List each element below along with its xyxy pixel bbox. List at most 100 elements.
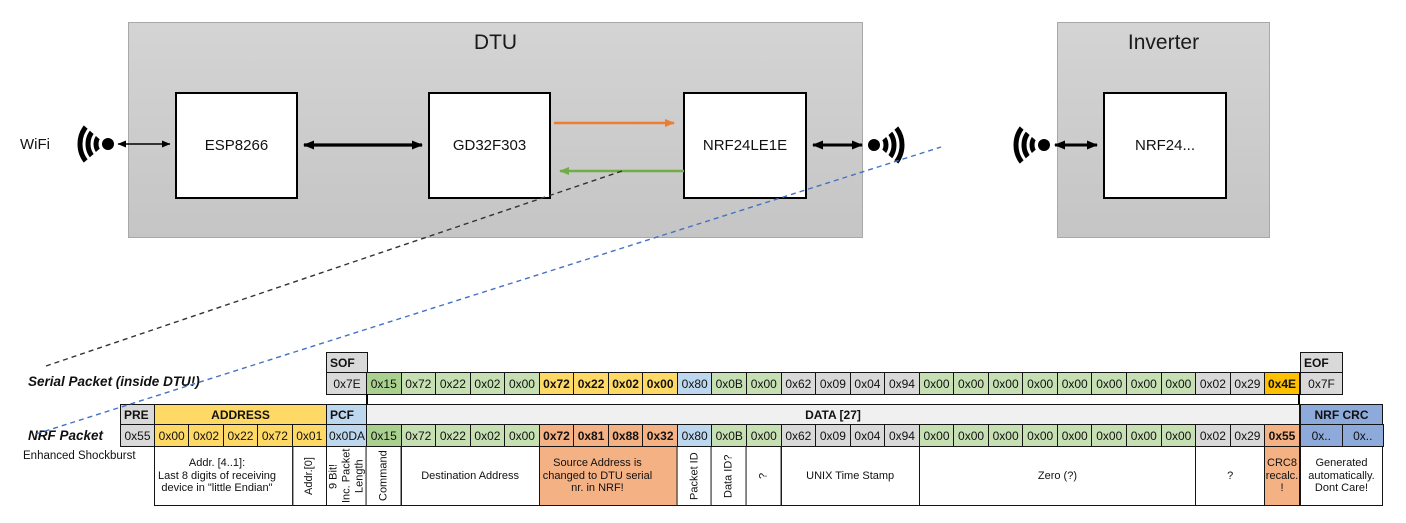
serial-byte-cell: 0x80 bbox=[676, 372, 713, 395]
serial-byte-cell: 0x62 bbox=[780, 372, 817, 395]
nrf-byte-cell: 0x80 bbox=[676, 424, 713, 447]
serial-byte-cell: 0x00 bbox=[918, 372, 955, 395]
serial-byte-cell: 0x00 bbox=[1056, 372, 1093, 395]
nrf-byte-cell: 0x15 bbox=[366, 424, 402, 447]
serial-byte-cell: 0x00 bbox=[1160, 372, 1197, 395]
annotation-cell: Zero (?) bbox=[918, 446, 1197, 506]
annotation-cell: Source Address is changed to DTU serial … bbox=[538, 446, 678, 506]
nrf-packet-label: NRF Packet bbox=[28, 428, 104, 443]
annotation-cell: Addr. [4..1]: Last 8 digits of receiving… bbox=[154, 446, 293, 506]
annotation-cell: ? bbox=[1195, 446, 1266, 506]
serial-byte-cell: 0x00 bbox=[1022, 372, 1058, 395]
serial-byte-cell: 0x72 bbox=[538, 372, 575, 395]
annotation-cell: Addr.[0] bbox=[292, 446, 328, 506]
inverter-nrf24-label: NRF24... bbox=[1134, 137, 1195, 154]
data-header-cell: DATA [27] bbox=[366, 404, 1300, 425]
serial-byte-cell: 0x00 bbox=[504, 372, 540, 395]
annotation-cell: UNIX Time Stamp bbox=[780, 446, 920, 506]
nrf-byte-cell: 0x0B bbox=[711, 424, 748, 447]
inverter-container: Inverter bbox=[1057, 22, 1270, 238]
serial-byte-cell: 0x22 bbox=[573, 372, 609, 395]
nrf-byte-cell: 0x00 bbox=[987, 424, 1024, 447]
address-byte-cell: 0x72 bbox=[257, 424, 293, 447]
serial-byte-cell: 0x15 bbox=[366, 372, 402, 395]
serial-byte-cell: 0x4E bbox=[1264, 372, 1300, 395]
eof-value-cell: 0x7F bbox=[1300, 372, 1343, 395]
wifi-label: WiFi bbox=[20, 136, 50, 153]
annotation-cell: ? bbox=[746, 446, 782, 506]
serial-byte-cell: 0x00 bbox=[1091, 372, 1128, 395]
annotation-cell: Packet ID bbox=[676, 446, 713, 506]
address-byte-cell: 0x01 bbox=[291, 424, 327, 447]
sof-value-cell: 0x7E bbox=[326, 372, 368, 395]
nrf-byte-cell: 0x29 bbox=[1229, 424, 1266, 447]
nrf-byte-cell: 0x00 bbox=[1126, 424, 1162, 447]
nrf-byte-cell: 0x55 bbox=[1264, 424, 1300, 447]
address-byte-cell: 0x02 bbox=[188, 424, 224, 447]
pre-header-cell: PRE bbox=[120, 404, 155, 425]
nrf-byte-cell: 0x22 bbox=[435, 424, 471, 447]
serial-byte-cell: 0x00 bbox=[642, 372, 678, 395]
right-connector-line bbox=[1298, 394, 1300, 405]
nrf-crc-values-row: 0x..0x.. bbox=[1300, 424, 1384, 447]
nrf-byte-cell: 0x00 bbox=[1091, 424, 1128, 447]
serial-byte-cell: 0x02 bbox=[1195, 372, 1231, 395]
pcf-value-cell: 0x0DA bbox=[326, 424, 368, 447]
serial-byte-cell: 0x29 bbox=[1229, 372, 1266, 395]
nrf-byte-cell: 0x00 bbox=[918, 424, 955, 447]
serial-byte-cell: 0x94 bbox=[884, 372, 920, 395]
nrf-byte-cell: 0x04 bbox=[849, 424, 886, 447]
address-byte-cell: 0x00 bbox=[154, 424, 190, 447]
pcf-header-cell: PCF bbox=[326, 404, 368, 425]
nrf-crc-byte-cell: 0x.. bbox=[1300, 424, 1343, 447]
serial-byte-cell: 0x00 bbox=[953, 372, 989, 395]
gd32f303-label: GD32F303 bbox=[452, 137, 527, 154]
nrf-byte-cell: 0x09 bbox=[815, 424, 851, 447]
nrf-byte-cell: 0x32 bbox=[642, 424, 678, 447]
gd32f303-box: GD32F303 bbox=[428, 92, 551, 199]
nrf-byte-cell: 0x00 bbox=[746, 424, 782, 447]
address-annotations-row: Addr. [4..1]: Last 8 digits of receiving… bbox=[154, 446, 369, 506]
nrf-byte-cell: 0x72 bbox=[538, 424, 575, 447]
nrf-byte-cell: 0x02 bbox=[1195, 424, 1231, 447]
nrf-crc-header-cell: NRF CRC bbox=[1300, 404, 1383, 425]
annotation-cell: 9 Bit! Inc. Packet Length bbox=[326, 446, 369, 506]
serial-byte-cell: 0x02 bbox=[607, 372, 644, 395]
nrf-byte-cell: 0x00 bbox=[953, 424, 989, 447]
nrf24le1e-label: NRF24LE1E bbox=[702, 137, 788, 154]
nrf24le1e-box: NRF24LE1E bbox=[683, 92, 807, 199]
address-byte-cell: 0x22 bbox=[222, 424, 259, 447]
annotation-cell: CRC8 recalc. ! bbox=[1264, 446, 1300, 506]
pre-value-cell: 0x55 bbox=[120, 424, 155, 447]
serial-packet-label: Serial Packet (inside DTU!) bbox=[28, 374, 200, 389]
dtu-title: DTU bbox=[473, 31, 518, 54]
sof-header-cell: SOF bbox=[326, 352, 368, 373]
annotation-cell: Data ID? bbox=[711, 446, 748, 506]
nrf-byte-cell: 0x00 bbox=[1160, 424, 1197, 447]
annotation-cell: Destination Address bbox=[400, 446, 540, 506]
nrf-byte-cell: 0x62 bbox=[780, 424, 817, 447]
inverter-nrf24-box: NRF24... bbox=[1103, 92, 1227, 199]
nrf-crc-byte-cell: 0x.. bbox=[1341, 424, 1384, 447]
nrf-byte-cell: 0x88 bbox=[607, 424, 644, 447]
nrf-byte-cell: 0x94 bbox=[884, 424, 920, 447]
inverter-title: Inverter bbox=[1127, 31, 1200, 54]
esp8266-label: ESP8266 bbox=[204, 137, 269, 154]
nrf-byte-cell: 0x00 bbox=[1056, 424, 1093, 447]
esp8266-box: ESP8266 bbox=[175, 92, 298, 199]
serial-byte-cell: 0x00 bbox=[987, 372, 1024, 395]
serial-byte-cell: 0x09 bbox=[815, 372, 851, 395]
serial-byte-cell: 0x00 bbox=[1126, 372, 1162, 395]
enhanced-shockburst-label: Enhanced Shockburst bbox=[23, 450, 136, 462]
nrf-byte-cell: 0x02 bbox=[469, 424, 506, 447]
address-header-cell: ADDRESS bbox=[154, 404, 327, 425]
serial-byte-cell: 0x72 bbox=[400, 372, 437, 395]
eof-header-cell: EOF bbox=[1300, 352, 1343, 373]
serial-byte-cell: 0x0B bbox=[711, 372, 748, 395]
serial-byte-cell: 0x00 bbox=[746, 372, 782, 395]
